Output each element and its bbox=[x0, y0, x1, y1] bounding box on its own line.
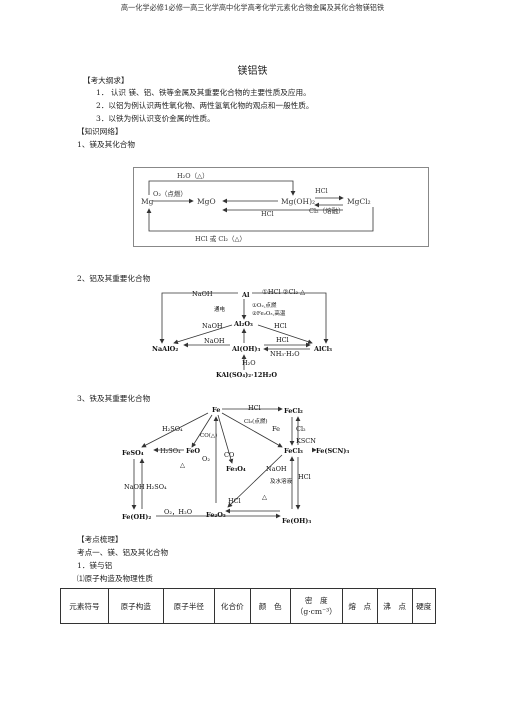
al-o2-note: ①O₂,点燃 bbox=[252, 301, 277, 309]
fe-co-label: CO(△) bbox=[200, 432, 217, 439]
syllabus-item-1: 1． 认识 镁、铝、铁等金属及其重要化合物的主要性质及应用。 bbox=[96, 88, 311, 97]
naalo2-node: NaAlO₂ bbox=[152, 345, 178, 353]
fe-heading: 3、铁及其重要化合物 bbox=[77, 394, 151, 403]
table-header-cell: 元素符号 bbox=[60, 588, 109, 624]
mgo-node: MgO bbox=[197, 197, 216, 206]
syllabus-heading: 【考大纲求】 bbox=[83, 76, 129, 85]
mg-heading: 1、镁及其化合物 bbox=[77, 140, 135, 149]
mg-hcl2-label: HCl bbox=[261, 210, 274, 218]
feo-node: FeO bbox=[186, 447, 200, 455]
al-nh3-label: NH₃·H₂O bbox=[270, 350, 300, 358]
mg-diagram: Mg MgO Mg(OH)₂ MgCl₂ O₂（点燃） H₂O（△） HCl H… bbox=[133, 167, 429, 247]
feoh2-node: Fe(OH)₂ bbox=[122, 513, 151, 521]
mg-hcl-label: HCl bbox=[315, 187, 328, 195]
al-heading: 2、铝及其重要化合物 bbox=[77, 274, 151, 283]
fe-cl2a-label: Cl₂ bbox=[296, 425, 306, 433]
feoh3-node: Fe(OH)₃ bbox=[282, 517, 311, 525]
alcl3-node: AlCl₃ bbox=[313, 345, 332, 353]
al-naoh2-label: NaOH bbox=[202, 322, 223, 330]
mgcl2-node: MgCl₂ bbox=[347, 197, 371, 206]
al2o3-node: Al₂O₃ bbox=[233, 320, 253, 328]
fe-delta2-label: △ bbox=[262, 493, 267, 501]
fe2o3-node: Fe₂O₃ bbox=[206, 511, 226, 519]
fe-node: Fe bbox=[212, 406, 220, 414]
point1-1-heading: 1．镁与铝 bbox=[77, 561, 113, 570]
table-header-cell: 化合价 bbox=[214, 588, 251, 624]
mg-h2o-label: H₂O（△） bbox=[177, 172, 209, 180]
network-heading: 【知识网络】 bbox=[77, 127, 123, 136]
al-tongdian-note: 通电 bbox=[214, 305, 226, 313]
table-header-cell: 颜 色 bbox=[249, 588, 291, 624]
page-header: 高一化学必修1必修一高三化学高中化学高考化学元素化合物金属及其化合物镁铝铁 bbox=[120, 3, 385, 12]
fe-aggr-label: 及水溶液 bbox=[270, 477, 293, 485]
fe-h2so4b-label: H₂SO₄ bbox=[160, 447, 181, 455]
doc-title: 镁铝铁 bbox=[237, 66, 268, 77]
fe-delta-label: △ bbox=[180, 461, 185, 469]
aloh3-node: Al(OH)₃ bbox=[231, 345, 260, 353]
al-node: Al bbox=[241, 291, 250, 299]
al-hcl2-label: HCl bbox=[274, 322, 287, 330]
fe-o2-label: O₂ bbox=[202, 455, 210, 463]
fe-h2so4a-label: H₂SO₄ bbox=[162, 425, 183, 433]
fe-naoh1-label: NaOH bbox=[124, 483, 145, 491]
al-hcl1-label: ①HCl ②Cl₂ △ bbox=[262, 288, 305, 296]
fe-hcl2-label: HCl bbox=[298, 473, 311, 481]
table-header-row: 元素符号 原子构造 原子半径 化合价 颜 色 密 度（g·cm⁻³） 熔 点 沸… bbox=[60, 588, 436, 624]
fecl3-node: FeCl₃ bbox=[284, 447, 303, 455]
point1-1-1-heading: ⑴原子构造及物理性质 bbox=[77, 574, 153, 583]
table-header-cell: 硬度 bbox=[411, 588, 436, 624]
al-hcl3-label: HCl bbox=[276, 336, 289, 344]
mg-bottom-label: HCl 或 Cl₂（△） bbox=[195, 234, 246, 243]
al-naoh1-label: NaOH bbox=[192, 290, 213, 298]
table-header-cell: 密 度（g·cm⁻³） bbox=[289, 588, 343, 624]
fe-co2-label: CO bbox=[224, 451, 234, 459]
fe-o2h2o-label: O₂，H₂O bbox=[164, 508, 192, 516]
mg-o2-label: O₂（点燃） bbox=[153, 189, 187, 198]
property-table: 元素符号 原子构造 原子半径 化合价 颜 色 密 度（g·cm⁻³） 熔 点 沸… bbox=[60, 588, 436, 624]
fe-h2so4c-label: H₂SO₄ bbox=[146, 483, 167, 491]
fe-fe1-label: Fe bbox=[272, 425, 280, 433]
syllabus-item-3: 3．以铁为例认识变价金属的性质。 bbox=[96, 114, 215, 123]
table-header-cell: 熔 点 bbox=[341, 588, 378, 624]
fe-cl2b-label: Cl₂(点燃) bbox=[244, 417, 267, 425]
fecl2-node: FeCl₂ bbox=[284, 407, 303, 415]
table-header-cell: 沸 点 bbox=[376, 588, 413, 624]
mg-node: Mg bbox=[141, 197, 154, 206]
table-header-cell: 原子半径 bbox=[162, 588, 216, 624]
syllabus-item-2: 2．以铝为例认识两性氧化物、两性氢氧化物的观点和一般性质。 bbox=[96, 101, 314, 110]
fe-naoh2-label: NaOH bbox=[266, 465, 287, 473]
mg-cl2-label: Cl₂（熔融） bbox=[309, 206, 345, 215]
feso4-node: FeSO₄ bbox=[122, 449, 144, 457]
review-heading: 【考点梳理】 bbox=[77, 535, 123, 544]
fescn-node: Fe(SCN)₃ bbox=[316, 447, 349, 455]
alum-node: KAl(SO₄)₂·12H₂O bbox=[216, 371, 277, 379]
fe-hcl1-label: HCl bbox=[248, 404, 261, 412]
fe-diagram: Fe HCl FeCl₂ Fe Cl₂ Cl₂(点燃) H₂SO₄ CO(△) … bbox=[122, 404, 349, 525]
fe3o4-node: Fe₃O₄ bbox=[226, 465, 246, 473]
al-diagram: Al NaOH ①HCl ②Cl₂ △ ①O₂,点燃 ②Fe₂O₃,高温 通电 … bbox=[152, 288, 332, 379]
al-fe2o3-note: ②Fe₂O₃,高温 bbox=[252, 309, 286, 317]
point1-heading: 考点一、镁、铝及其化合物 bbox=[77, 548, 169, 557]
fe-kscn-label: KSCN bbox=[296, 437, 316, 445]
table-header-cell: 原子构造 bbox=[107, 588, 164, 624]
mgoh2-node: Mg(OH)₂ bbox=[281, 197, 315, 206]
al-naoh3-label: NaOH bbox=[204, 337, 225, 345]
al-h2o-label: H₂O bbox=[242, 359, 256, 367]
